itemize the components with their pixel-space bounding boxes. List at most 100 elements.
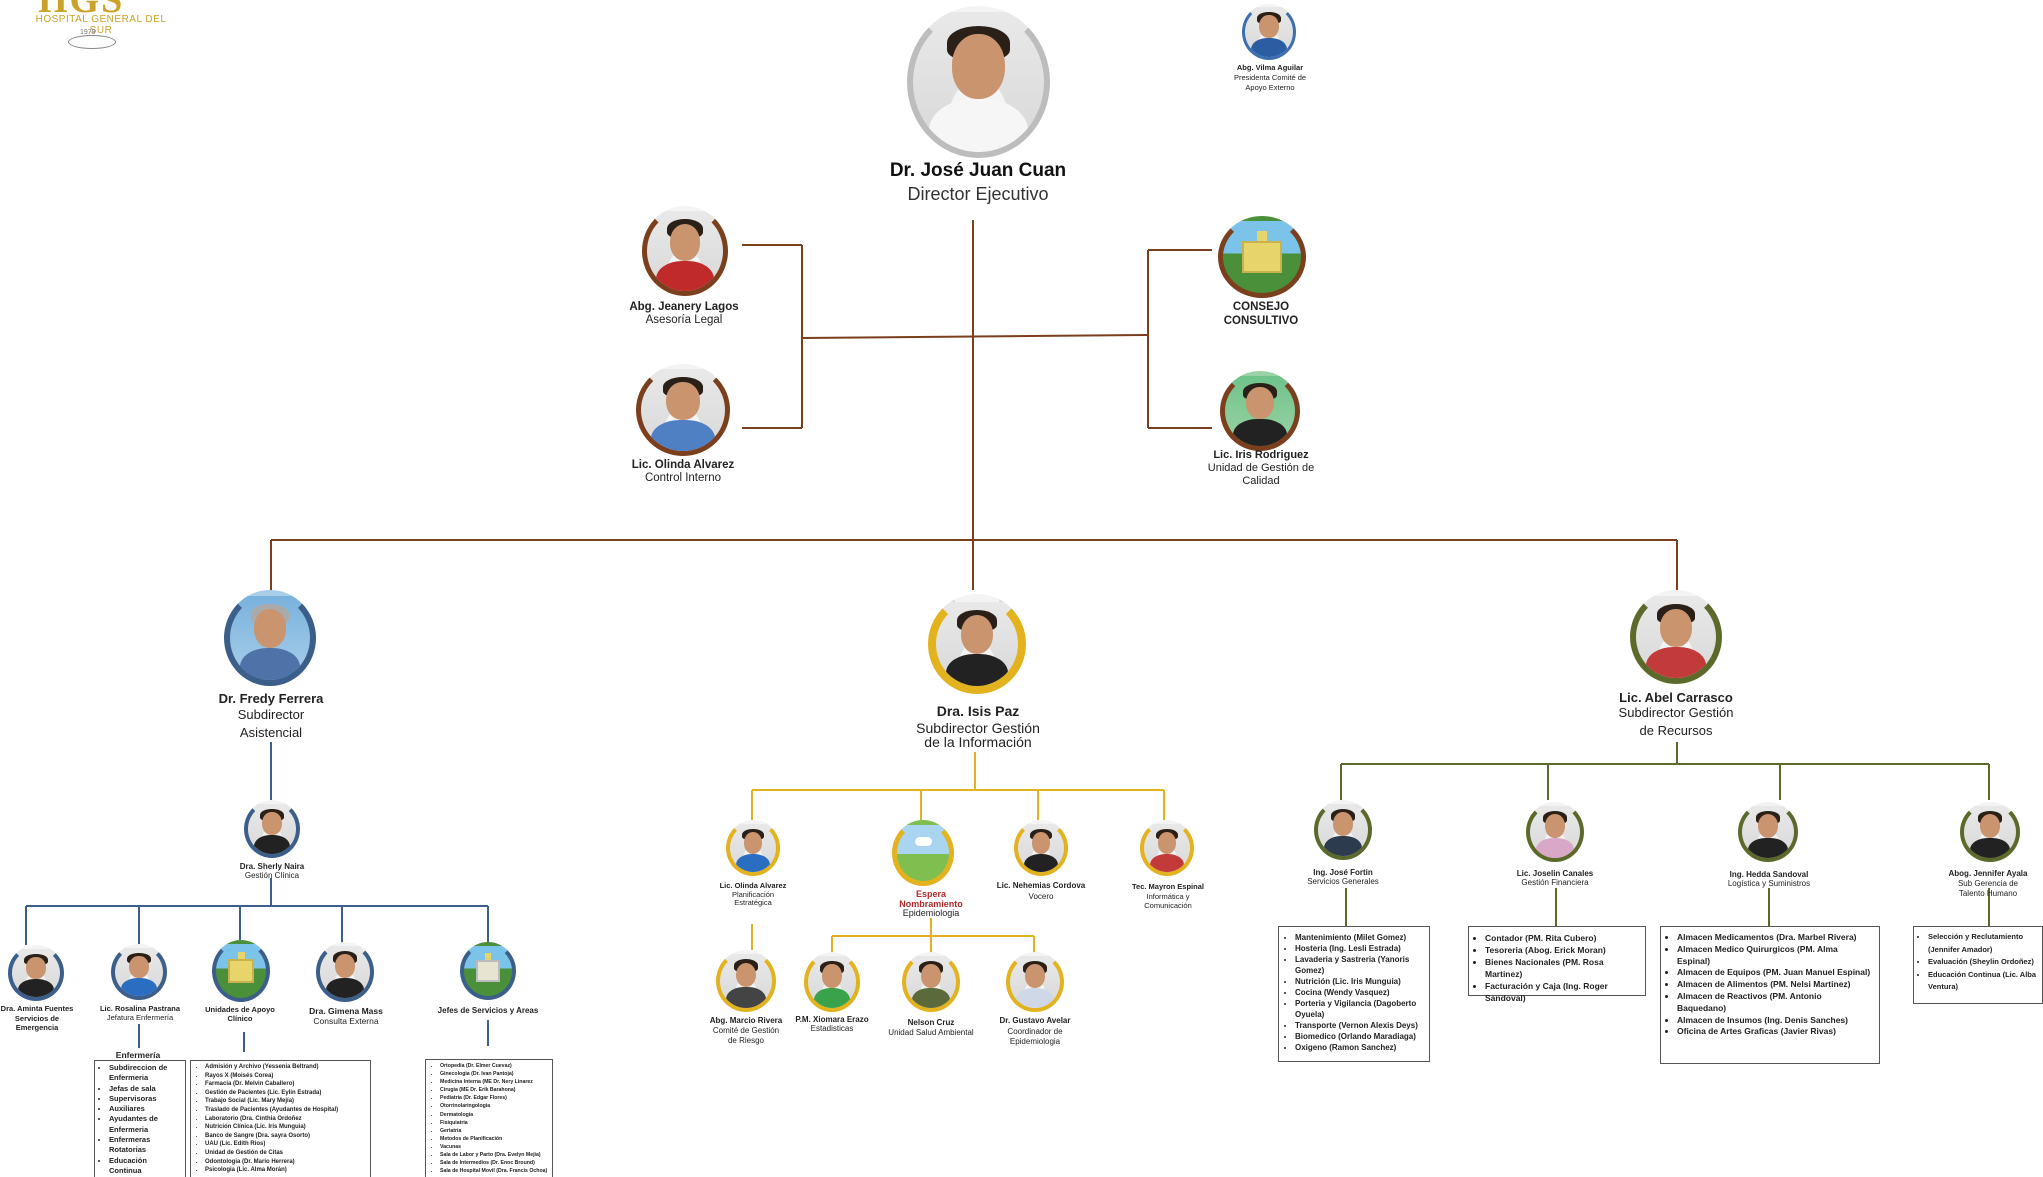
marcio-photo: [716, 950, 776, 1012]
consejo-line-2: CONSULTIVO: [1223, 315, 1299, 327]
nelson-card: Nelson Cruz Unidad Salud Ambiental: [876, 1018, 986, 1038]
jefes-item: Sala de Labor y Parto (Dra. Evelyn Mejia…: [440, 1151, 548, 1159]
nelson-role: Unidad Salud Ambiental: [888, 1028, 974, 1037]
apoyo-clinico-item: Rayos X (Moisés Corea): [205, 1072, 366, 1081]
fortin-name: Ing. José Fortin: [1313, 868, 1373, 877]
talento-humano-item: Evaluación (Sheylin Ordoñez): [1928, 956, 2038, 969]
director-photo: [907, 6, 1050, 158]
joselin-name: Lic. Joselin Canales: [1516, 869, 1594, 878]
jennifer-role-1: Sub Gerencia de: [1957, 879, 2019, 888]
isis-role-1: Subdirector Gestión: [916, 719, 1040, 736]
enfermeria-title: Enfermería: [115, 1050, 161, 1060]
apoyo-clinico-item: Unidad de Gestión de Citas: [205, 1149, 366, 1158]
jefes-item: Geriatria: [440, 1127, 548, 1135]
apoyo-clinico-item: Admisión y Archivo (Yessenia Beltrand): [205, 1063, 366, 1072]
gestion-financiera-item: Bienes Nacionales (PM. Rosa Martinez): [1485, 956, 1639, 980]
mayron-photo: [1140, 820, 1194, 876]
mayron-name: Tec. Mayron Espinal: [1132, 882, 1204, 891]
marcio-name: Abg. Marcio Rivera: [709, 1016, 783, 1025]
gustavo-photo: [1006, 952, 1064, 1012]
apoyo-clinico-item: Laboratorio (Dra. Cinthia Ordoñez: [205, 1115, 366, 1124]
iris-photo: [1220, 371, 1300, 451]
consejo-photo: [1218, 216, 1306, 298]
jennifer-card: Abog. Jennifer Ayala Sub Gerencia de Tal…: [1932, 869, 2043, 899]
apoyo-clinico-item: Traslado de Pacientes (Ayudantes de Hosp…: [205, 1106, 366, 1115]
nehemias-name: Lic. Nehemias Cordova: [996, 881, 1086, 890]
gustavo-name: Dr. Gustavo Avelar: [999, 1016, 1071, 1025]
logistica-items: Almacen Medicamentos (Dra. Marbel Rivera…: [1667, 932, 1873, 1038]
vilma-role-1: Presidenta Comité de: [1233, 73, 1307, 82]
logistica-item: Almacen de Alimentos (PM. Nelsi Martinez…: [1677, 979, 1873, 991]
jefes-card: Jefes de Servicios y Areas: [420, 1006, 556, 1016]
sherly-card: Dra. Sherly Naira Gestión Clínica: [214, 862, 330, 880]
logistica-item: Almacen de Reactivos (PM. Antonio Baqued…: [1677, 991, 1873, 1015]
olinda-plan-role-2: Estratégica: [734, 898, 772, 907]
abel-card: Lic. Abel Carrasco Subdirector Gestión d…: [1590, 690, 1762, 738]
xiomara-card: P.M. Xiomara Erazo Estadisticas: [782, 1015, 882, 1033]
jennifer-name: Abog. Jennifer Ayala: [1948, 869, 2028, 878]
aminta-role-1: Servicios de: [14, 1013, 60, 1023]
jeanery-role: Asesoría Legal: [645, 314, 723, 326]
gimena-role: Consulta Externa: [313, 1016, 379, 1026]
jennifer-photo: [1960, 802, 2020, 862]
rosalina-card: Lic. Rosalina Pastrana Jefatura Enfermer…: [88, 1004, 192, 1022]
servicios-generales-item: Porteria y Vigilancia (Dagoberto Oyuela): [1295, 998, 1423, 1020]
talento-humano-list: Selección y Reclutamiento (Jennifer Amad…: [1913, 926, 2043, 1004]
jefes-title: Jefes de Servicios y Areas: [437, 1006, 539, 1015]
apoyo-clinico-title-1: Unidades de Apoyo: [205, 1005, 275, 1014]
talento-humano-items: Selección y Reclutamiento (Jennifer Amad…: [1918, 931, 2038, 994]
marcio-role-1: Comité de Gestión: [712, 1026, 780, 1035]
olinda-plan-role-1: Planificación: [731, 889, 775, 899]
gimena-card: Dra. Gimena Mass Consulta Externa: [296, 1006, 396, 1026]
servicios-generales-item: Oxigeno (Ramon Sanchez): [1295, 1042, 1423, 1053]
espera-role: Epidemiologia: [902, 908, 960, 918]
aminta-photo: [8, 945, 64, 1001]
aminta-role-2: Emergencia: [15, 1023, 59, 1032]
logistica-item: Almacen de Insumos (Ing. Denis Sanches): [1677, 1015, 1873, 1027]
espera-name: Espera: [915, 889, 947, 899]
apoyo-clinico-item: Gestión de Pacientes (Lic. Eylin Estrada…: [205, 1089, 366, 1098]
apoyo-clinico-items: Admisión y Archivo (Yessenia Beltrand)Ra…: [195, 1063, 366, 1175]
apoyo-clinico-item: Farmacia (Dr. Melvin Caballero): [205, 1080, 366, 1089]
fortin-role: Servicios Generales: [1307, 877, 1379, 886]
jefes-item: Otorrinolaringologia: [440, 1102, 548, 1110]
isis-name: Dra. Isis Paz: [936, 703, 1020, 719]
gestion-financiera-item: Facturación y Caja (Ing. Roger Sandoval): [1485, 980, 1639, 1004]
logistica-item: Oficina de Artes Graficas (Javier Rivas): [1677, 1026, 1873, 1038]
abel-photo: [1630, 590, 1722, 684]
gestion-financiera-list: Contador (PM. Rita Cubero)Tesoreria (Abo…: [1468, 926, 1646, 1003]
hedda-photo: [1738, 802, 1798, 862]
logo-hospital-name: HOSPITAL GENERAL DEL SUR: [35, 14, 167, 36]
enfermeria-items: Subdireccion de EnfermeriaJefas de salaS…: [99, 1063, 181, 1176]
xiomara-role: Estadisticas: [810, 1023, 854, 1033]
abel-role-1: Subdirector Gestión: [1618, 705, 1734, 720]
vilma-name: Abg. Vilma Aguilar: [1236, 63, 1304, 72]
director-role: Director Ejecutivo: [907, 184, 1049, 204]
jeanery-name: Abg. Jeanery Lagos: [629, 301, 739, 313]
logo-ornament-icon: [68, 35, 116, 49]
jeanery-photo: [642, 206, 728, 296]
hedda-card: Ing. Hedda Sandoval Logística y Suminist…: [1716, 870, 1822, 888]
joselin-role: Gestión Financiera: [1521, 878, 1589, 887]
enfermeria-item: Supervisoras: [109, 1094, 181, 1104]
xiomara-name: P.M. Xiomara Erazo: [795, 1015, 869, 1024]
apoyo-clinico-card: Unidades de Apoyo Clínico: [190, 1005, 290, 1023]
joselin-card: Lic. Joselin Canales Gestión Financiera: [1500, 869, 1610, 887]
servicios-generales-items: Mantenimiento (Milet Gomez)Hosteria (Ing…: [1285, 932, 1423, 1053]
nehemias-role: Vocero: [1028, 892, 1054, 901]
servicios-generales-list: Mantenimiento (Milet Gomez)Hosteria (Ing…: [1278, 926, 1430, 1062]
servicios-generales-item: Mantenimiento (Milet Gomez): [1295, 932, 1423, 943]
jefes-item: Medicina Interna (ME Dr. Nery Linarez: [440, 1078, 548, 1086]
enfermeria-item: Jefas de sala: [109, 1084, 181, 1094]
espera-card: Espera Nombramiento Epidemiologia: [870, 889, 992, 919]
logistica-list: Almacen Medicamentos (Dra. Marbel Rivera…: [1660, 926, 1880, 1064]
jefes-item: Metodos de Planificación: [440, 1135, 548, 1143]
espera-photo: [892, 820, 954, 886]
vilma-photo: [1242, 4, 1296, 60]
jennifer-role-2: Talento Humano: [1958, 889, 2018, 898]
sherly-photo: [244, 800, 300, 858]
nehemias-card: Lic. Nehemias Cordova Vocero: [985, 880, 1097, 902]
fredy-role-1: Subdirector: [237, 707, 305, 722]
nelson-photo: [902, 952, 960, 1012]
apoyo-clinico-photo: [212, 940, 270, 1002]
